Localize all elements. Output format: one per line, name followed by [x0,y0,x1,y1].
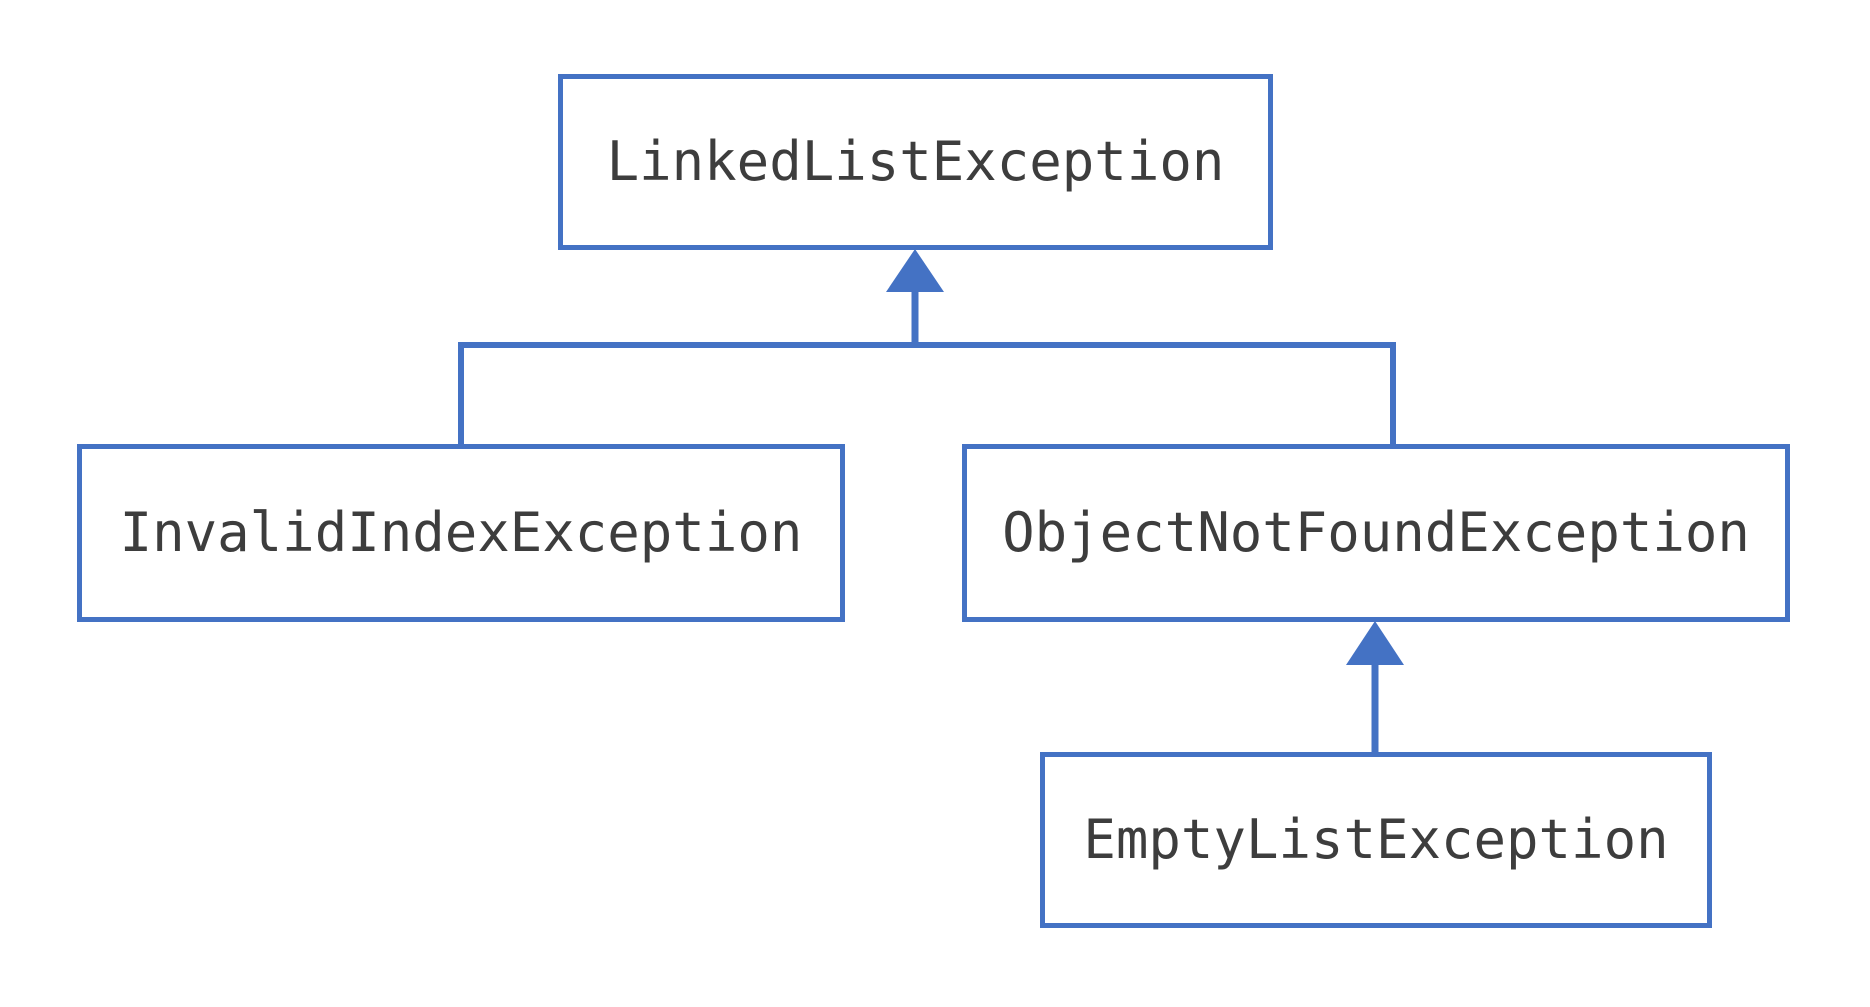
class-name-label: LinkedListException [606,130,1225,193]
class-name-label: ObjectNotFoundException [1002,501,1750,564]
arrowhead-to-root [886,249,944,292]
class-name-label: EmptyListException [1083,808,1669,871]
class-box-invalidindexexception[interactable]: InvalidIndexException [77,444,845,622]
class-box-emptylistexception[interactable]: EmptyListException [1040,752,1712,928]
arrowhead-to-notfound [1346,621,1404,665]
class-box-objectnotfoundexception[interactable]: ObjectNotFoundException [962,444,1790,622]
class-box-linkedlistexception[interactable]: LinkedListException [558,74,1273,250]
class-name-label: InvalidIndexException [119,501,803,564]
